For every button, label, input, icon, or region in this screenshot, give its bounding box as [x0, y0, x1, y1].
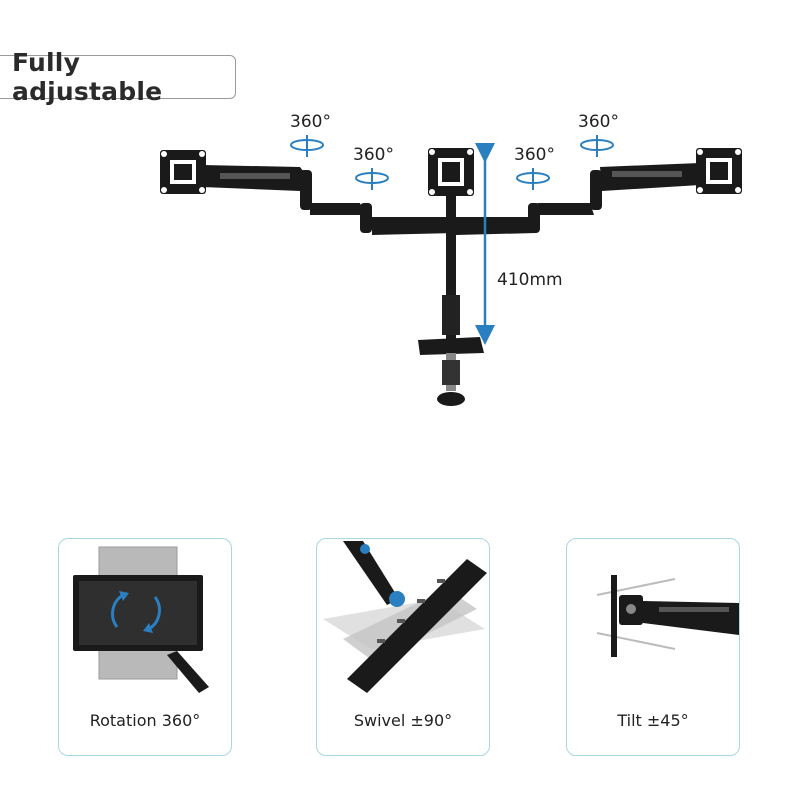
feature-card-swivel: Swivel ±90° [316, 538, 490, 756]
monitor-arm-illustration [150, 105, 770, 415]
rotation-label-outer-left: 360° [290, 112, 331, 132]
feature-caption: Tilt ±45° [617, 711, 689, 730]
rotation-label-inner-left: 360° [353, 145, 394, 165]
rotation-label-inner-right: 360° [514, 145, 555, 165]
pole [446, 195, 456, 375]
height-label: 410mm [497, 270, 563, 290]
rotation-icon [59, 539, 231, 699]
page-title: Fully adjustable [0, 48, 236, 106]
center-vesa-plate [428, 148, 474, 196]
feature-card-tilt: Tilt ±45° [566, 538, 740, 756]
feature-caption: Swivel ±90° [353, 711, 453, 730]
feature-caption: Rotation 360° [89, 711, 201, 730]
feature-card-rotation: Rotation 360° [58, 538, 232, 756]
tilt-icon [567, 539, 739, 699]
right-vesa-plate [696, 148, 742, 194]
triple-arm-drawing [160, 135, 742, 406]
swivel-icon [317, 539, 489, 699]
rotation-arrows [290, 135, 614, 190]
left-vesa-plate [160, 150, 206, 194]
desk-clamp [418, 337, 484, 355]
rotation-label-outer-right: 360° [578, 112, 619, 132]
